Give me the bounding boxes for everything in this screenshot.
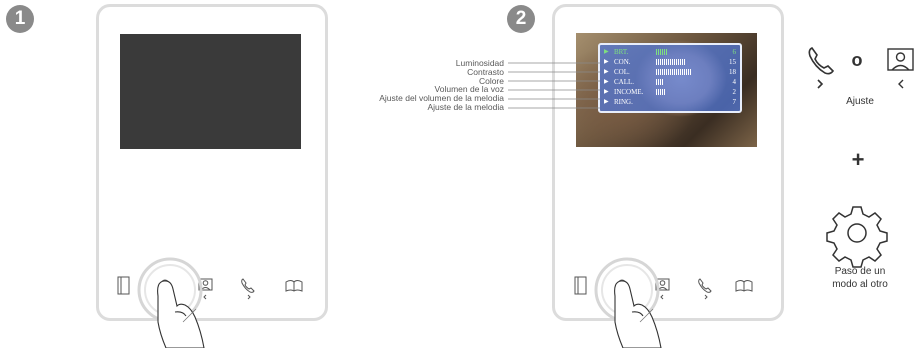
step-2-badge: 2 [507,5,535,33]
step-1-badge: 1 [6,5,34,33]
book-icon [285,280,303,292]
label-ring-volume: Ajuste del volumen de la melodia [379,93,504,104]
intercom-device-left [96,4,328,321]
menu-item: ▶ RING. 7 [600,98,740,107]
label-brightness: Luminosidad [455,58,504,68]
menu-item: ▶ COL. 18 [600,68,740,77]
label-contrast: Contrasto [467,66,504,77]
menu-item-arrow-icon: ▶ [604,99,609,105]
menu-item-arrow-icon: ▶ [604,79,609,85]
menu-item-label: BRT. [614,48,629,56]
switch-mode-label-line2: modo al otro [832,279,888,290]
plus-symbol: + [851,147,865,172]
menu-item-label: COL. [614,68,630,76]
menu-item-value: 15 [729,58,736,66]
door-icon [574,276,587,295]
leader-lines [508,62,600,109]
label-ring-tone: Ajuste de la melodia [427,101,504,112]
menu-item-label: INCOME. [614,88,644,96]
menu-item-arrow-icon: ▶ [604,59,609,65]
menu-item: ▶ CON. 15 [600,58,740,67]
legend-phone-icon [808,46,835,89]
menu-item-level-bar [656,49,668,55]
camera-icon [655,278,670,300]
menu-item-arrow-icon: ▶ [604,69,609,75]
legend-camera-icon [887,48,914,89]
screen-right-photo: ▶ BRT. 6 ▶ CON. 15 ▶ COL. 18 ▶ CALL. 4 ▶ INCOME. 2 ▶ RIN… [576,33,757,147]
adjust-label: Ajuste [846,96,874,107]
menu-item: ▶ CALL. 4 [600,78,740,87]
menu-item-label: CALL. [614,78,635,86]
intercom-device-right: ▶ BRT. 6 ▶ CON. 15 ▶ COL. 18 ▶ CALL. 4 ▶ INCOME. 2 ▶ RIN… [552,4,784,321]
menu-item-value: 4 [732,78,737,86]
settings-menu: ▶ BRT. 6 ▶ CON. 15 ▶ COL. 18 ▶ CALL. 4 ▶ INCOME. 2 ▶ RIN… [598,43,742,113]
switch-mode-label-line1: Paso de un [834,266,886,277]
menu-item-level-bar [656,59,686,65]
label-voice-volume: Volumen de la voz [434,84,504,95]
phone-icon [241,278,255,300]
or-symbol: o [851,50,863,70]
label-color: Colore [478,75,504,86]
menu-item-arrow-icon: ▶ [604,89,609,95]
menu-item: ▶ BRT. 6 [600,48,740,57]
screen-left [120,34,301,149]
pointing-hand-right [614,280,662,348]
menu-item-value: 7 [732,98,737,106]
phone-icon [698,278,712,300]
menu-item-level-bar [656,69,692,75]
menu-item-value: 18 [729,68,736,76]
menu-item-value: 2 [732,88,737,96]
camera-icon [198,278,213,300]
legend-gear-icon [826,206,888,268]
menu-label-list: Luminosidad Contrasto Colore Volumen de … [340,59,504,112]
menu-item-level-bar [656,79,664,85]
menu-item: ▶ INCOME. 2 [600,88,740,97]
menu-item-label: CON. [614,58,631,66]
pointing-hand-left [157,280,205,348]
door-icon [117,276,130,295]
menu-item-level-bar [656,89,666,95]
menu-item-label: RING. [614,98,633,106]
menu-item-value: 6 [732,48,737,56]
menu-item-arrow-icon: ▶ [604,49,609,55]
book-icon [735,280,753,292]
